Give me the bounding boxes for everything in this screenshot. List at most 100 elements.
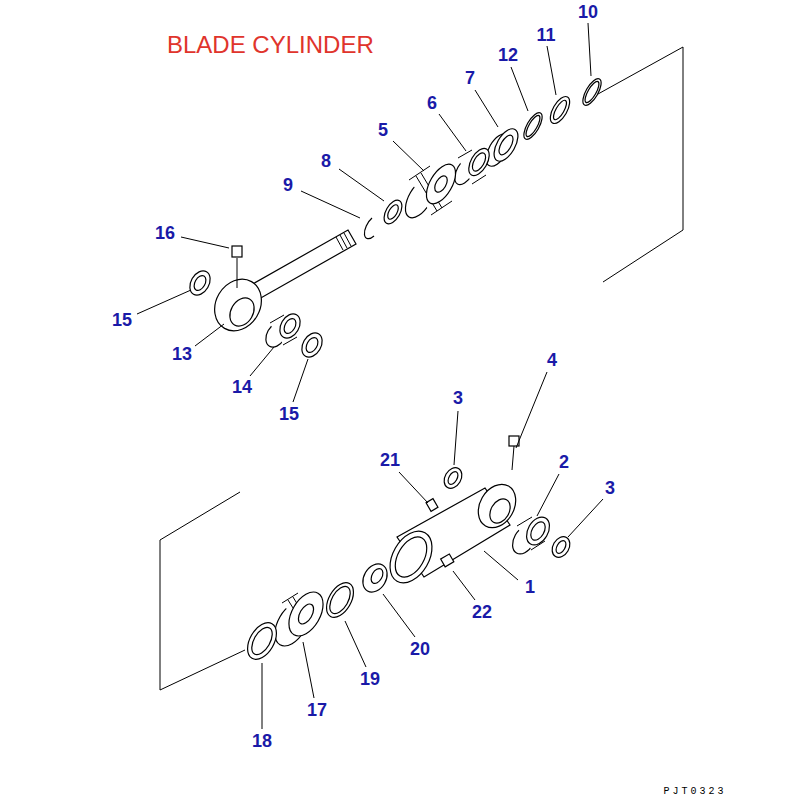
nut-20 bbox=[358, 560, 392, 597]
rod-eye-bore bbox=[225, 294, 259, 331]
callout-number: 18 bbox=[251, 732, 273, 750]
plate-22 bbox=[441, 554, 454, 567]
seal-outline bbox=[549, 533, 574, 560]
snap-ring-outline bbox=[364, 218, 374, 239]
leader-line bbox=[475, 90, 498, 127]
callout-number: 17 bbox=[306, 701, 328, 719]
fitting-stem bbox=[237, 258, 238, 288]
leader-line bbox=[303, 642, 314, 698]
group-bracket bbox=[160, 492, 245, 690]
callout-number: 5 bbox=[377, 121, 389, 139]
ring-18 bbox=[242, 618, 283, 665]
leader-line bbox=[537, 474, 559, 516]
plate-outline bbox=[426, 499, 438, 512]
bushing-14 bbox=[262, 310, 305, 351]
leader-line bbox=[293, 359, 308, 402]
tube-mouth bbox=[381, 524, 440, 590]
ring-outline bbox=[583, 80, 602, 105]
rod-thread bbox=[344, 233, 351, 246]
snap-ring-9 bbox=[364, 218, 374, 239]
bushing-outline bbox=[528, 519, 548, 542]
ring-outline bbox=[326, 583, 355, 617]
ring-outline bbox=[248, 624, 277, 658]
bushing-2 bbox=[508, 513, 554, 558]
rod-eye bbox=[205, 271, 270, 340]
grease-fitting-4 bbox=[509, 436, 519, 470]
ring-outline bbox=[520, 110, 545, 142]
ring-outline bbox=[546, 94, 573, 127]
bushing-outline bbox=[282, 317, 299, 336]
nut-outline bbox=[369, 567, 386, 586]
leader-line bbox=[393, 141, 424, 171]
leader-line bbox=[301, 191, 360, 218]
bushing-outline bbox=[472, 175, 486, 184]
leader-line bbox=[195, 324, 224, 346]
ring-outline bbox=[551, 98, 569, 121]
bushing-outline bbox=[470, 151, 489, 173]
ring-outline bbox=[524, 114, 543, 139]
callout-number: 2 bbox=[558, 453, 570, 471]
ring-8 bbox=[380, 197, 405, 227]
nut-outline bbox=[358, 560, 392, 597]
leader-line bbox=[453, 571, 475, 600]
seal-15 bbox=[186, 267, 215, 299]
callout-number: 1 bbox=[524, 578, 536, 596]
piston-outline bbox=[282, 586, 330, 642]
callout-number: 4 bbox=[546, 351, 558, 369]
tube-mouth bbox=[389, 531, 434, 582]
fitting-head bbox=[232, 246, 242, 257]
seal-outline bbox=[441, 464, 466, 491]
seal-outline bbox=[554, 539, 568, 555]
leader-line bbox=[345, 621, 366, 667]
piston-outline bbox=[409, 166, 430, 180]
ring-outline bbox=[380, 197, 405, 227]
callout-number: 15 bbox=[111, 311, 133, 329]
ring-outline bbox=[386, 203, 401, 221]
bushing-outline bbox=[458, 150, 472, 158]
leader-line bbox=[511, 67, 528, 111]
seal-3 bbox=[441, 464, 466, 491]
leader-line bbox=[516, 372, 547, 448]
leader-line bbox=[383, 594, 415, 637]
leader-line bbox=[250, 347, 274, 376]
callout-number: 10 bbox=[577, 3, 599, 21]
plate-outline bbox=[441, 554, 454, 567]
seal-outline bbox=[446, 470, 460, 486]
fitting-stem bbox=[512, 446, 514, 470]
leader-lines bbox=[137, 23, 603, 729]
seal-outline bbox=[304, 336, 321, 355]
leader-line bbox=[181, 237, 229, 248]
leader-line bbox=[588, 23, 591, 76]
bushing-outline bbox=[276, 310, 305, 342]
callout-number: 22 bbox=[471, 603, 493, 621]
leader-line bbox=[568, 499, 603, 537]
seal-outline bbox=[192, 274, 209, 293]
callout-number: 14 bbox=[231, 378, 253, 396]
leader-line bbox=[547, 46, 556, 95]
seal-outline bbox=[298, 329, 327, 361]
ring-10 bbox=[579, 76, 604, 108]
callout-number: 3 bbox=[452, 389, 464, 407]
tube-eye bbox=[471, 478, 523, 535]
ring-outline bbox=[242, 618, 283, 665]
seal-15 bbox=[298, 329, 327, 361]
callout-number: 11 bbox=[535, 26, 556, 44]
callout-number: 8 bbox=[320, 152, 332, 170]
piston-5 bbox=[399, 159, 461, 222]
piston-17 bbox=[268, 586, 330, 652]
callout-number: 6 bbox=[426, 94, 438, 112]
piston-outline bbox=[432, 174, 450, 195]
grease-fitting-16 bbox=[232, 246, 242, 288]
piston-outline bbox=[420, 159, 461, 208]
leader-line bbox=[484, 551, 518, 580]
ring-12 bbox=[520, 110, 545, 142]
tube-eye-bore bbox=[486, 495, 515, 527]
leader-line bbox=[262, 663, 263, 729]
ring-outline bbox=[579, 76, 604, 108]
callout-number: 21 bbox=[379, 451, 401, 469]
leader-line bbox=[439, 114, 466, 151]
piston-outline bbox=[295, 601, 316, 626]
callout-number: 20 bbox=[409, 640, 431, 658]
seal-outline bbox=[186, 267, 215, 299]
